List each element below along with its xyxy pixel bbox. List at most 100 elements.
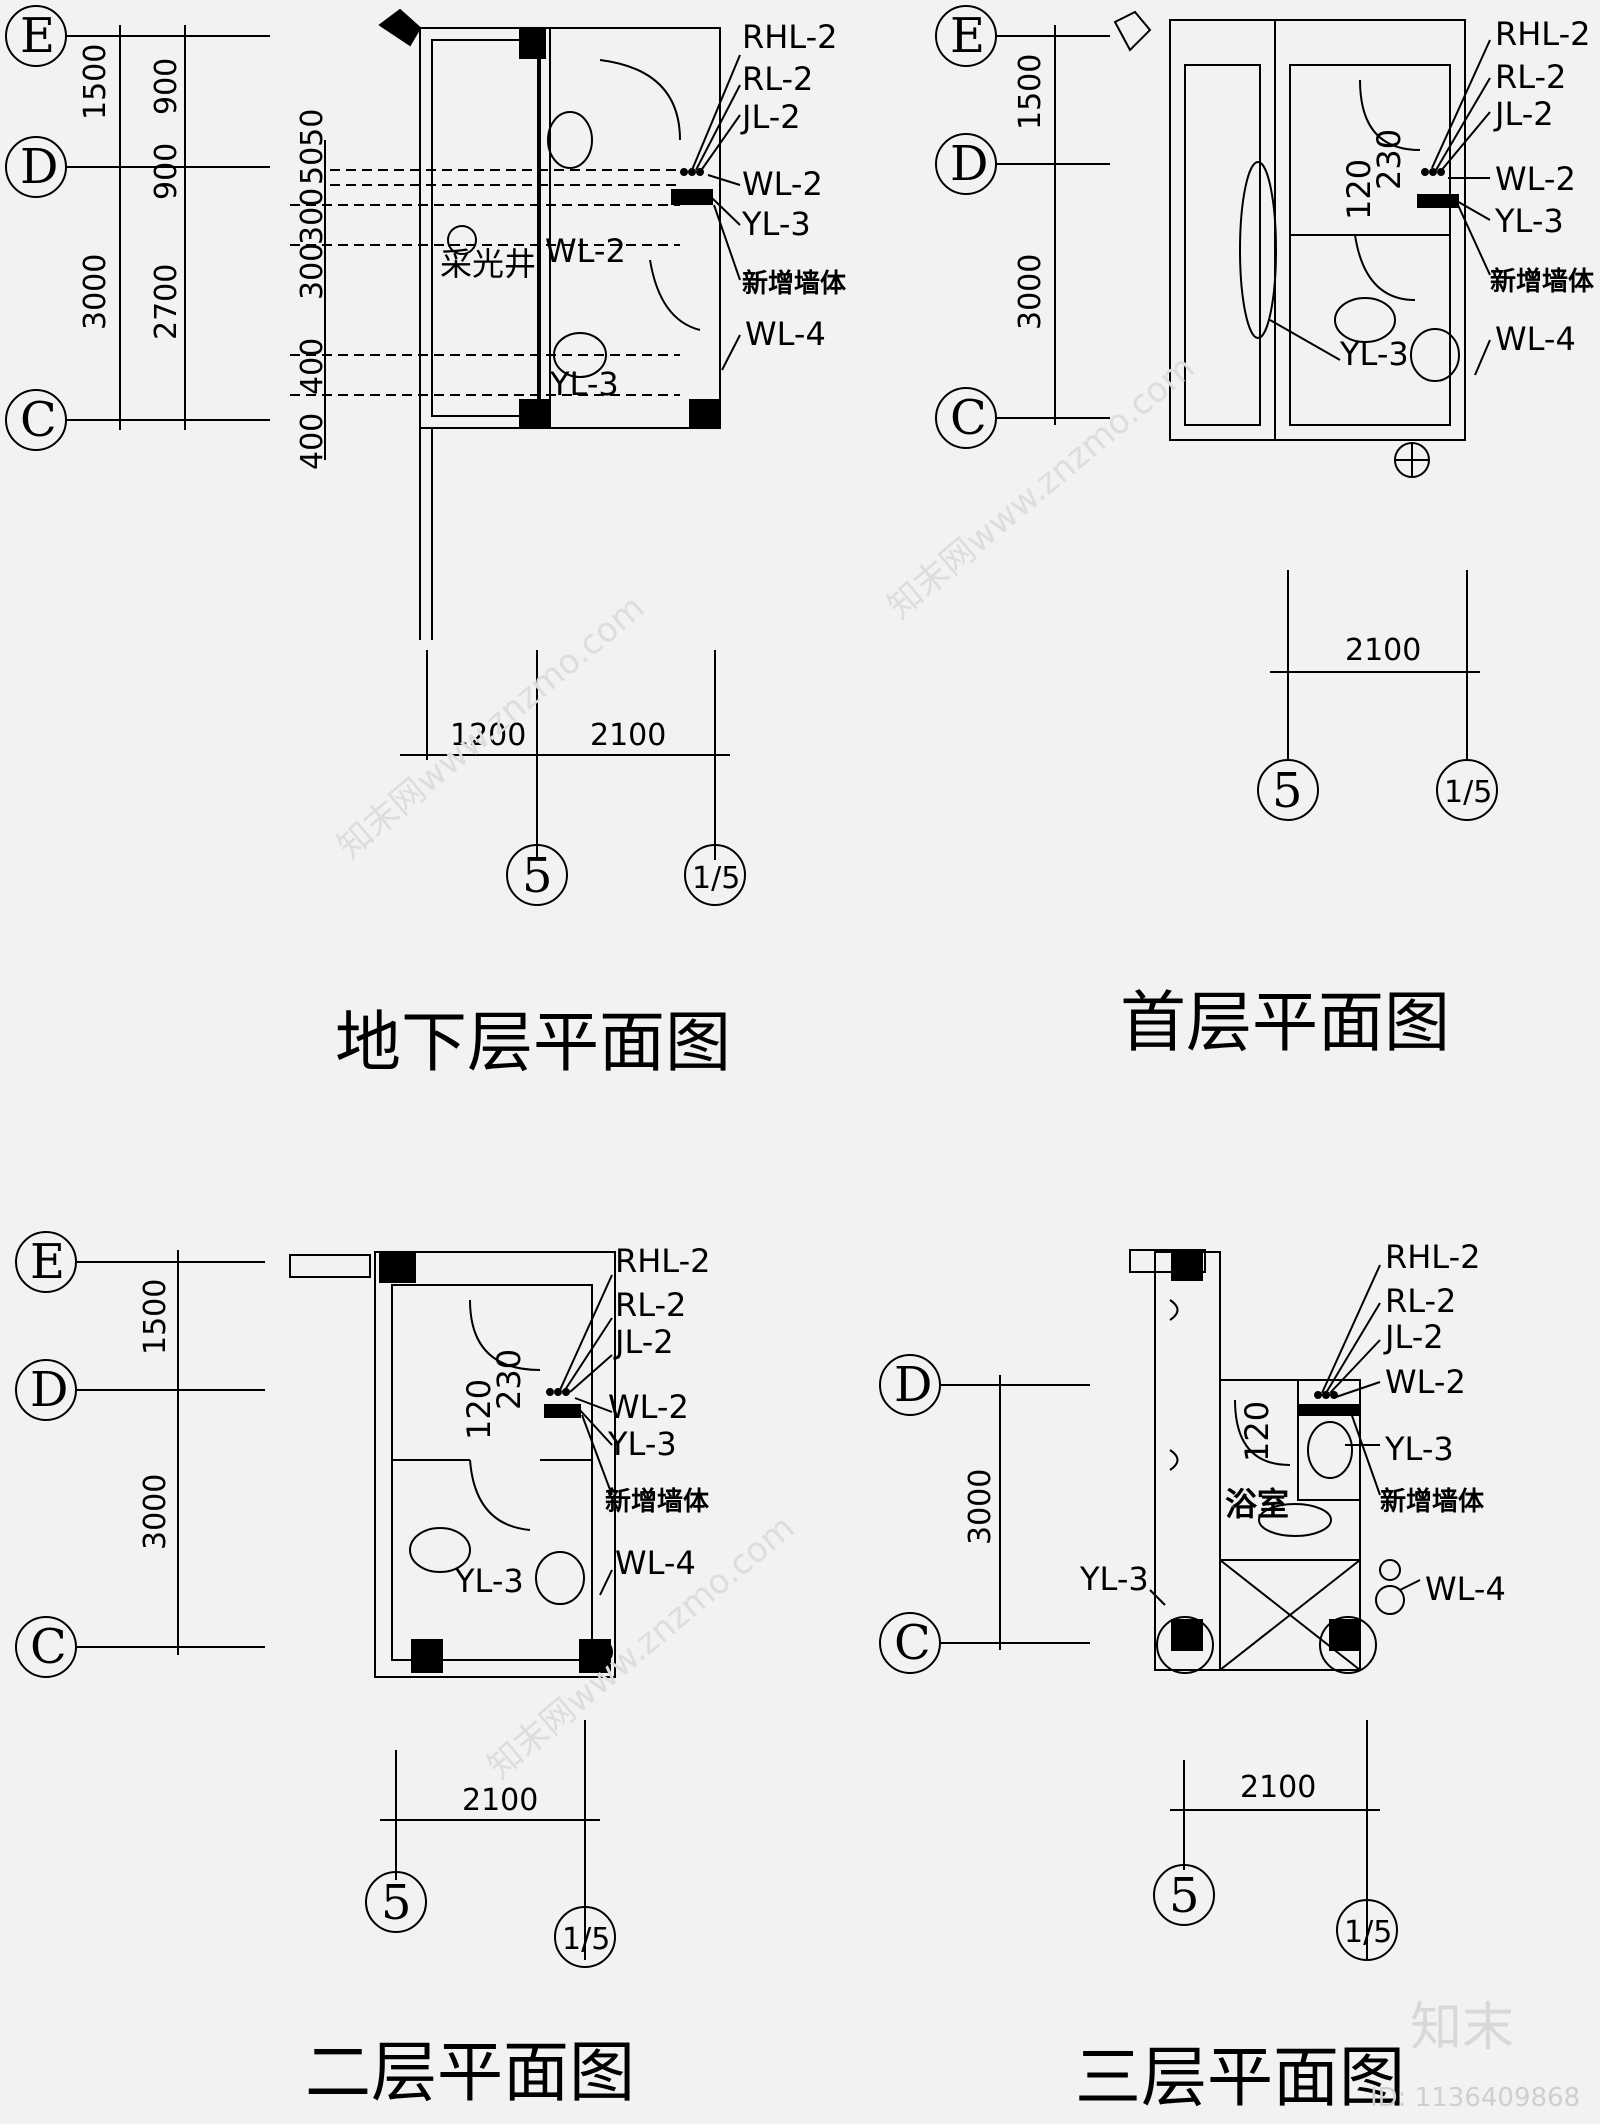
label-rl2: RL-2 bbox=[1385, 1282, 1456, 1320]
label-wl2-inner: WL-2 bbox=[545, 232, 626, 270]
label-yl3: YL-3 bbox=[607, 1425, 677, 1463]
label-yl3: YL-3 bbox=[1494, 202, 1564, 240]
axis-label-e: E bbox=[20, 8, 55, 64]
axis-label-1-5: 1/5 bbox=[1344, 1915, 1392, 1950]
label-rl2: RL-2 bbox=[615, 1286, 686, 1324]
dim-300a: 300 bbox=[295, 188, 330, 245]
label-rhl2: RHL-2 bbox=[1495, 15, 1590, 53]
title-second-floor: 二层平面图 bbox=[305, 2034, 635, 2111]
axis-label-c: C bbox=[20, 392, 57, 448]
label-wl4: WL-4 bbox=[1495, 320, 1576, 358]
title-third-floor: 三层平面图 bbox=[1075, 2039, 1405, 2116]
label-yl3-inner: YL-3 bbox=[1079, 1560, 1149, 1598]
axis-bubble-1-5 bbox=[1436, 759, 1498, 821]
second-floor-plan bbox=[15, 1231, 616, 1968]
axis-label-c: C bbox=[950, 390, 987, 446]
label-wl4: WL-4 bbox=[745, 315, 826, 353]
dim-900a: 900 bbox=[149, 58, 184, 115]
inner-dim-120: 120 bbox=[1238, 1401, 1276, 1462]
axis-bubble-5 bbox=[506, 844, 568, 906]
ground-floor-plan bbox=[935, 5, 1498, 821]
dim-3000: 3000 bbox=[138, 1474, 173, 1550]
label-new-wall: 新增墙体 bbox=[1490, 266, 1595, 297]
axis-label-5: 5 bbox=[522, 848, 553, 904]
axis-bubble-5 bbox=[1153, 1864, 1215, 1926]
axis-label-5: 5 bbox=[381, 1875, 412, 1931]
dim-400b: 400 bbox=[295, 413, 330, 470]
axis-bubble-1-5 bbox=[684, 844, 746, 906]
axis-label-5: 5 bbox=[1272, 763, 1303, 819]
dim-3000: 3000 bbox=[78, 254, 113, 330]
dim-1500: 1500 bbox=[1013, 54, 1048, 130]
label-wl2: WL-2 bbox=[1385, 1363, 1466, 1401]
label-jl2: JL-2 bbox=[613, 1323, 674, 1361]
label-new-wall: 新增墙体 bbox=[1380, 1486, 1485, 1517]
label-wl4: WL-4 bbox=[1425, 1570, 1506, 1608]
third-floor-plan bbox=[879, 1249, 1421, 1961]
axis-label-e: E bbox=[30, 1234, 65, 1290]
label-yl3-inner: YL-3 bbox=[454, 1562, 524, 1600]
axis-label-c: C bbox=[30, 1619, 67, 1675]
axis-label-1-5: 1/5 bbox=[1444, 775, 1492, 810]
axis-bubble-5 bbox=[1257, 759, 1319, 821]
dim-1200: 1200 bbox=[450, 718, 526, 753]
label-rhl2: RHL-2 bbox=[615, 1242, 710, 1280]
label-yl3: YL-3 bbox=[1384, 1430, 1454, 1468]
inner-dim-230: 230 bbox=[1370, 129, 1408, 190]
axis-label-c: C bbox=[894, 1615, 931, 1671]
dim-2100: 2100 bbox=[462, 1783, 538, 1818]
label-rl2: RL-2 bbox=[1495, 58, 1566, 96]
watermark: 知末网www.znzmo.com 知末网www.znzmo.com 知末网www… bbox=[330, 347, 1580, 2113]
axis-label-1-5: 1/5 bbox=[562, 1922, 610, 1957]
dim-3000: 3000 bbox=[1013, 254, 1048, 330]
inner-dim-120: 120 bbox=[460, 1379, 498, 1440]
label-yl3: YL-3 bbox=[741, 205, 811, 243]
label-wl2: WL-2 bbox=[742, 165, 823, 203]
title-ground-floor: 首层平面图 bbox=[1120, 984, 1450, 1061]
basement-plan bbox=[5, 5, 746, 906]
label-jl2: JL-2 bbox=[1383, 1318, 1444, 1356]
axis-label-1-5: 1/5 bbox=[692, 861, 740, 896]
watermark-logo: 知末 bbox=[1410, 1998, 1514, 2058]
axis-bubble-1-5 bbox=[554, 1906, 616, 1968]
label-yl3-inner: YL-3 bbox=[549, 365, 619, 403]
title-basement: 地下层平面图 bbox=[335, 1004, 731, 1081]
inner-dim-230: 230 bbox=[490, 1349, 528, 1410]
label-new-wall: 新增墙体 bbox=[742, 268, 847, 299]
axis-label-d: D bbox=[894, 1357, 932, 1413]
dim-400a: 400 bbox=[295, 338, 330, 395]
axis-label-d: D bbox=[20, 139, 58, 195]
axis-label-5: 5 bbox=[1169, 1868, 1200, 1924]
dim-2100: 2100 bbox=[1345, 633, 1421, 668]
label-wl2: WL-2 bbox=[1495, 160, 1576, 198]
label-rl2: RL-2 bbox=[742, 60, 813, 98]
dim-1500: 1500 bbox=[138, 1279, 173, 1355]
dim-2700: 2700 bbox=[149, 264, 184, 340]
dim-300b: 300 bbox=[295, 243, 330, 300]
dim-2100: 2100 bbox=[1240, 1770, 1316, 1805]
axis-bubble-1-5 bbox=[1336, 1899, 1398, 1961]
room-caiguangjing: 采光井 bbox=[440, 245, 536, 283]
label-wl4: WL-4 bbox=[615, 1544, 696, 1582]
dim-900b: 900 bbox=[149, 143, 184, 200]
axis-bubble-5 bbox=[365, 1871, 427, 1933]
label-rhl2: RHL-2 bbox=[1385, 1238, 1480, 1276]
axis-label-d: D bbox=[950, 136, 988, 192]
label-jl2: JL-2 bbox=[740, 98, 801, 136]
basement-labels: E D C 1500 3000 900 900 2700 5050 300 30… bbox=[20, 8, 847, 1081]
watermark-site-2: 知末网www.znzmo.com bbox=[880, 347, 1202, 626]
label-yl3-inner: YL-3 bbox=[1339, 335, 1409, 373]
label-new-wall: 新增墙体 bbox=[605, 1486, 710, 1517]
axis-label-d: D bbox=[30, 1362, 68, 1418]
inner-dim-120: 120 bbox=[1340, 159, 1378, 220]
dim-1500: 1500 bbox=[78, 44, 113, 120]
second-floor-labels: E D C 1500 3000 120 230 YL-3 RHL-2 RL-2 … bbox=[30, 1234, 710, 2111]
ground-floor-labels: E D C 1500 3000 120 230 YL-3 RHL-2 RL-2 … bbox=[950, 8, 1595, 1061]
label-jl2: JL-2 bbox=[1493, 95, 1554, 133]
label-rhl2: RHL-2 bbox=[742, 18, 837, 56]
axis-label-e: E bbox=[950, 8, 985, 64]
third-floor-labels: D C 3000 120 浴室 YL-3 RHL-2 RL-2 JL-2 WL-… bbox=[894, 1238, 1506, 2116]
dim-2100: 2100 bbox=[590, 718, 666, 753]
label-wl2: WL-2 bbox=[608, 1388, 689, 1426]
